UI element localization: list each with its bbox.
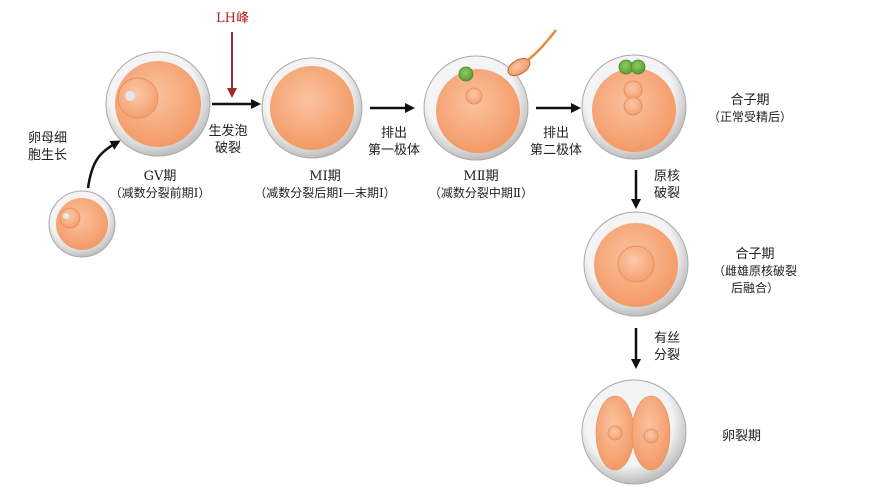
pb1-label: 排出 第一极体 — [362, 125, 426, 159]
zygote-fused-sub1: （雌雄原核破裂 — [712, 264, 797, 278]
gv-stage-label: GⅤ期 （减数分裂前期Ⅰ） — [90, 168, 230, 202]
mii-stage-name: MⅡ期 — [463, 169, 499, 184]
pn-breakdown-line1: 原核 — [654, 169, 681, 184]
zygote-normal-sub: （正常受精后） — [707, 110, 792, 124]
lh-peak-label: LH峰 — [216, 11, 249, 26]
mii-stage-sub: （减数分裂中期Ⅱ） — [428, 186, 534, 200]
oocyte-growth-label: 卵母细 胞生长 — [28, 130, 67, 164]
zygote-fused — [583, 211, 689, 317]
zygote-fused-name: 合子期 — [735, 247, 775, 262]
two-cell-embryo — [581, 379, 687, 485]
pb1-line1: 排出 — [380, 126, 407, 141]
gvbd-label: 生发泡 破裂 — [206, 123, 250, 157]
mii-stage-label: MⅡ期 （减数分裂中期Ⅱ） — [416, 168, 546, 202]
cleavage-label: 卵裂期 — [722, 429, 762, 444]
pb2-line2: 第二极体 — [529, 143, 582, 158]
mi-stage-label: MⅠ期 （减数分裂后期Ⅰ—末期Ⅰ） — [240, 168, 410, 202]
mitosis-line1: 有丝 — [654, 331, 681, 346]
mi-oocyte — [261, 57, 363, 159]
gv-oocyte — [105, 51, 211, 157]
mi-stage-sub: （减数分裂后期Ⅰ—末期Ⅰ） — [254, 186, 396, 200]
mitosis-label: 有丝 分裂 — [654, 330, 680, 364]
zygote-fused-sub2: 后融合） — [730, 281, 779, 295]
zygote-2pn — [581, 54, 687, 160]
mi-stage-name: MⅠ期 — [309, 169, 341, 184]
pb2-label: 排出 第二极体 — [524, 125, 588, 159]
gvbd-line2: 破裂 — [214, 141, 241, 156]
pn-breakdown-line2: 破裂 — [654, 186, 681, 201]
pn-breakdown-label: 原核 破裂 — [654, 168, 680, 202]
zygote-fused-label: 合子期 （雌雄原核破裂 后融合） — [700, 246, 810, 297]
mitosis-line2: 分裂 — [654, 348, 681, 363]
oocyte-growth-line1: 卵母细 — [28, 131, 68, 146]
mii-oocyte — [423, 55, 529, 161]
sperm-icon — [507, 29, 557, 77]
pb2-line1: 排出 — [542, 126, 569, 141]
oocyte-growth-line2: 胞生长 — [28, 148, 68, 163]
small-oocyte — [48, 190, 116, 258]
zygote-normal-name: 合子期 — [730, 93, 770, 108]
gv-stage-name: GⅤ期 — [143, 169, 177, 184]
zygote-normal-label: 合子期 （正常受精后） — [700, 92, 800, 126]
growth-arrow — [86, 140, 121, 189]
gvbd-line1: 生发泡 — [208, 124, 248, 139]
gv-stage-sub: （减数分裂前期Ⅰ） — [109, 186, 211, 200]
pb1-line2: 第一极体 — [367, 143, 420, 158]
